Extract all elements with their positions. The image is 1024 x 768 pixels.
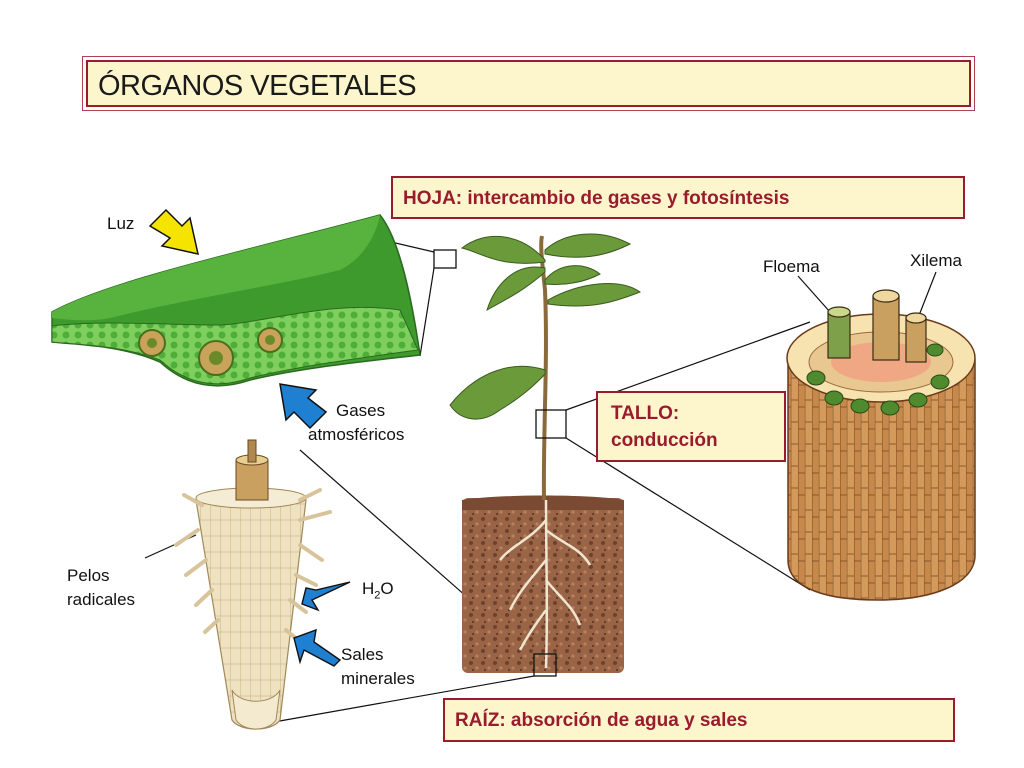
page-title: ÓRGANOS VEGETALES [98, 70, 417, 102]
zoom-markers [433, 249, 567, 677]
root-hairs-label-line1: Pelos [67, 566, 110, 585]
root-hairs-label-line2: radicales [67, 590, 136, 609]
phloem-label: Floema [763, 257, 820, 276]
salts-arrow [293, 628, 342, 667]
gases-label-line1: Gases [336, 401, 386, 420]
water-arrow [301, 581, 351, 612]
root-function-text: RAÍZ: absorción de agua y sales [455, 710, 748, 731]
water-label-sub: 2 [374, 589, 381, 602]
water-label-o: O [380, 579, 394, 598]
leaf-cross-section [51, 214, 421, 387]
gases-label-line2: atmosféricos [308, 425, 405, 444]
water-label: H2O [362, 578, 394, 606]
root-tip [174, 439, 332, 730]
light-arrow [148, 208, 199, 255]
title-frame: ÓRGANOS VEGETALES [82, 56, 975, 111]
leaf-function-box: HOJA: intercambio de gases y fotosíntesi… [391, 176, 965, 219]
stem-cross-section [786, 289, 976, 601]
stem-function-box: TALLO: conducción [596, 391, 786, 462]
stem-function-line2: conducción [611, 430, 718, 451]
salts-label-line2: minerales [341, 669, 415, 688]
xylem-label: Xilema [910, 251, 962, 270]
leaf-function-text: HOJA: intercambio de gases y fotosíntesi… [403, 188, 790, 209]
young-plant [449, 233, 642, 673]
gas-arrow [279, 383, 328, 430]
title-panel: ÓRGANOS VEGETALES [86, 60, 971, 107]
water-label-h: H [362, 579, 375, 598]
salts-label-line1: Sales [341, 645, 384, 664]
stem-function-line1: TALLO: [611, 403, 680, 424]
light-label: Luz [107, 214, 135, 233]
root-function-box: RAÍZ: absorción de agua y sales [443, 698, 955, 742]
